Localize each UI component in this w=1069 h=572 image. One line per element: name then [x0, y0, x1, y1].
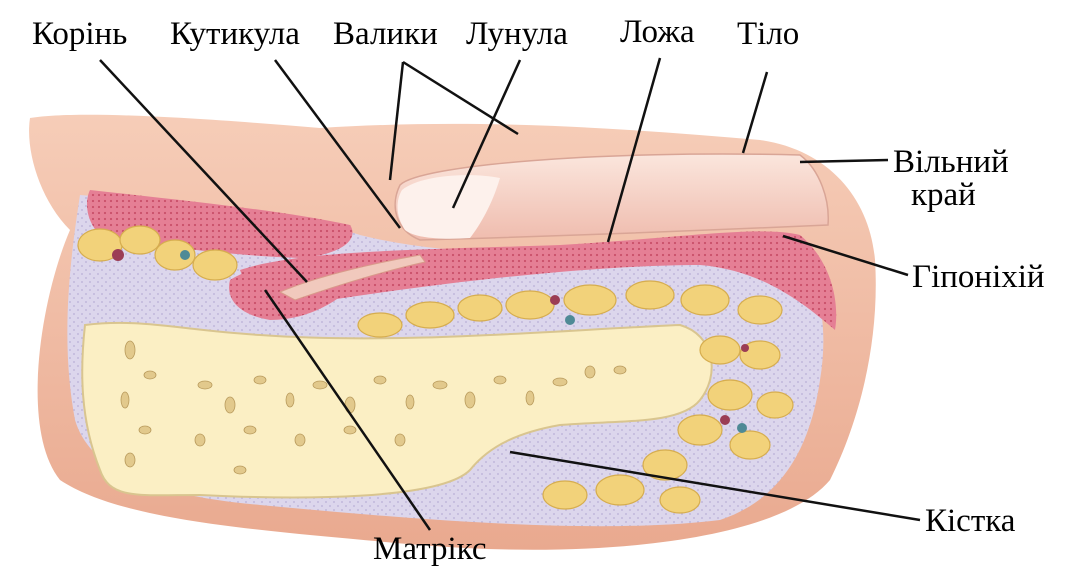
- label-hyponychium: Гіпоніхій: [912, 261, 1045, 294]
- label-free-edge: Вільний край: [893, 146, 1069, 212]
- leader-folds-b: [403, 62, 518, 134]
- label-root: Корінь: [32, 18, 127, 51]
- label-body: Тіло: [737, 18, 799, 51]
- label-lunula: Лунула: [466, 18, 568, 51]
- label-bone: Кістка: [925, 505, 1015, 538]
- label-cuticle: Кутикула: [170, 18, 300, 51]
- label-bed: Ложа: [620, 16, 695, 49]
- label-matrix: Матрікс: [373, 533, 487, 566]
- label-free-edge-line2: край: [893, 179, 1069, 212]
- label-folds: Валики: [333, 18, 438, 51]
- label-free-edge-line1: Вільний: [893, 146, 1069, 179]
